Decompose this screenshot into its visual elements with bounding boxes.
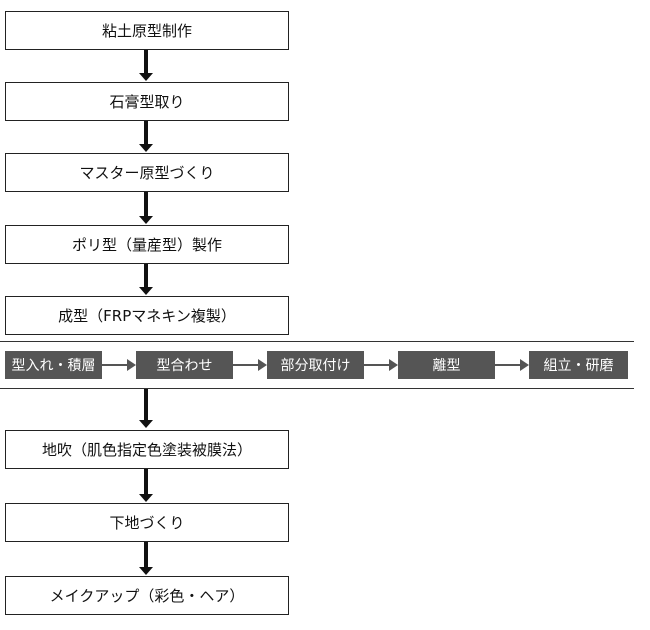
step-label: マスター原型づくり	[79, 164, 215, 182]
down-arrow-icon	[139, 389, 153, 428]
process-label: 組立・研磨	[543, 358, 614, 374]
step-box: 粘土原型制作	[5, 11, 289, 50]
down-arrow-icon	[139, 469, 153, 502]
right-arrow-head	[520, 359, 529, 371]
down-arrow-icon	[139, 264, 153, 295]
divider-line	[0, 388, 634, 389]
right-arrow-icon	[233, 364, 258, 366]
step-label: 石膏型取り	[109, 93, 185, 111]
down-arrow-icon	[139, 192, 153, 224]
step-box: 地吹（肌色指定色塗装被膜法）	[5, 430, 289, 469]
step-label: 粘土原型制作	[101, 22, 192, 40]
process-box: 組立・研磨	[529, 351, 628, 379]
down-arrow-icon	[139, 121, 153, 152]
process-box: 離型	[398, 351, 495, 379]
process-box: 部分取付け	[267, 351, 364, 379]
right-arrow-head	[258, 359, 267, 371]
process-box: 型合わせ	[136, 351, 233, 379]
step-label: 下地づくり	[109, 514, 185, 532]
right-arrow-icon	[364, 364, 389, 366]
process-box: 型入れ・積層	[5, 351, 102, 379]
step-label: 成型（FRPマネキン複製）	[58, 307, 236, 325]
process-label: 部分取付け	[280, 358, 351, 374]
step-box: 下地づくり	[5, 503, 289, 542]
step-box: 石膏型取り	[5, 82, 289, 121]
step-box: メイクアップ（彩色・ヘア）	[5, 576, 289, 615]
right-arrow-icon	[102, 364, 127, 366]
step-label: 地吹（肌色指定色塗装被膜法）	[41, 441, 252, 459]
step-box: 成型（FRPマネキン複製）	[5, 296, 289, 335]
process-label: 型入れ・積層	[11, 358, 96, 374]
step-box: ポリ型（量産型）製作	[5, 225, 289, 264]
step-label: メイクアップ（彩色・ヘア）	[49, 587, 245, 605]
down-arrow-icon	[139, 542, 153, 575]
divider-line	[0, 341, 634, 342]
down-arrow-icon	[139, 50, 153, 81]
step-label: ポリ型（量産型）製作	[71, 236, 222, 254]
right-arrow-icon	[495, 364, 520, 366]
process-label: 離型	[432, 358, 461, 374]
step-box: マスター原型づくり	[5, 153, 289, 192]
right-arrow-head	[389, 359, 398, 371]
right-arrow-head	[127, 359, 136, 371]
process-label: 型合わせ	[156, 358, 213, 374]
